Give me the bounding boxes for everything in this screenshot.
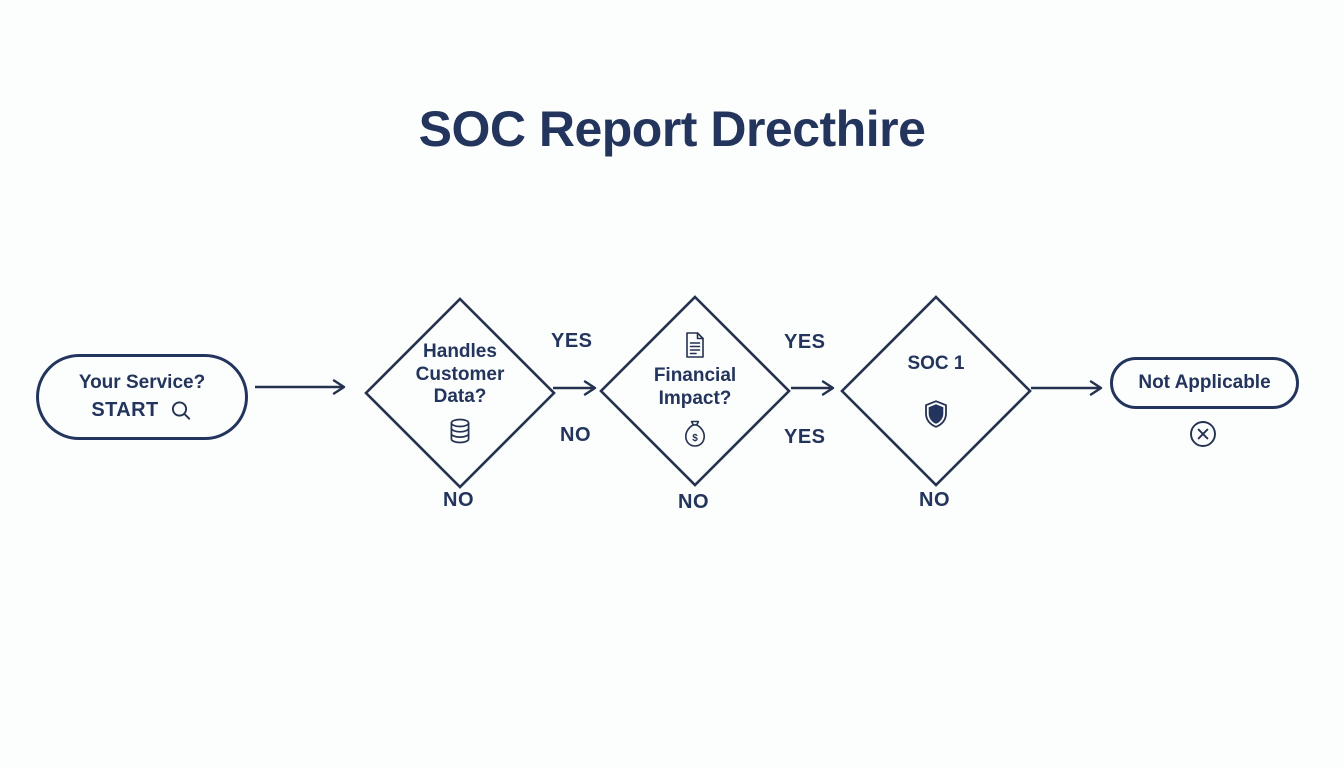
start-node[interactable]: Your Service? START [36,354,248,440]
diamond-shape [364,297,556,489]
edge-label-decision1-yes: YES [551,330,593,352]
decision2-label: Financial Impact? [653,365,737,409]
database-icon [447,417,473,445]
decision1-label: Handles Customer Data? [415,340,505,408]
connector-decision1-to-decision2 [553,377,601,399]
edge-label-decision2-yes2: YES [784,426,826,448]
connector-start-to-decision1 [255,376,351,398]
diamond-shape [840,295,1032,487]
end-node-label: Not Applicable [1138,372,1271,394]
connector-decision3-to-end [1031,377,1107,399]
start-node-action-row: START [91,396,192,425]
shield-icon [923,399,949,429]
svg-text:$: $ [692,433,698,444]
diamond-shape [599,295,791,487]
edge-label-decision3-bottom-no: NO [919,489,950,511]
x-circle-icon [1188,419,1218,449]
decision3-content: SOC 1 [839,294,1033,488]
edge-label-decision1-no: NO [560,424,591,446]
decision2-content: Financial Impact? $ [598,294,792,488]
search-icon [169,399,193,423]
end-node-not-applicable[interactable]: Not Applicable [1110,357,1299,409]
start-node-label: START [91,399,159,422]
edge-label-decision1-bottom-no: NO [443,489,474,511]
edge-label-decision2-bottom-no: NO [678,491,709,513]
decision-node-soc-1[interactable]: SOC 1 [839,294,1033,488]
document-icon [683,331,707,359]
start-node-question: Your Service? [78,371,206,393]
connector-decision2-to-decision3 [791,377,839,399]
edge-label-decision2-yes: YES [784,331,826,353]
decision3-label: SOC 1 [907,352,965,374]
decision1-content: Handles Customer Data? [363,296,557,490]
money-bag-icon: $ [681,419,709,451]
decision-node-handles-customer-data[interactable]: Handles Customer Data? [363,296,557,490]
decision-node-financial-impact[interactable]: Financial Impact? $ [598,294,792,488]
page-title: SOC Report Drecthire [418,101,926,157]
